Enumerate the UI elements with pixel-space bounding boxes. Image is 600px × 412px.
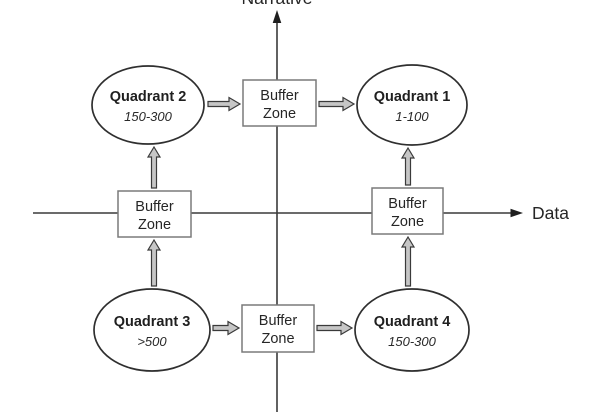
horizontal-axis-label: Data	[532, 203, 569, 223]
buffer-zone-bottom-box	[241, 304, 315, 353]
quadrant-4-title: Quadrant 4	[374, 314, 451, 330]
buffer-zone-right-box	[371, 187, 444, 235]
horizontal-axis-arrowhead-icon	[510, 208, 523, 218]
arrow-quadrant3-to-left-buffer-icon	[146, 238, 162, 287]
buffer-zone-left-label-line2: Zone	[138, 217, 171, 233]
vertical-axis-label: Narrative	[242, 0, 313, 8]
arrow-top-buffer-to-quadrant1-icon	[318, 96, 356, 112]
quadrant-2-ellipse	[91, 65, 205, 145]
quadrant-3-ellipse	[93, 288, 211, 372]
arrow-bottom-buffer-to-quadrant4-icon	[316, 320, 354, 336]
buffer-zone-right-label-line1: Buffer	[388, 196, 427, 212]
quadrant-2-range: 150-300	[124, 109, 172, 124]
buffer-zone-left-box	[117, 190, 192, 238]
quadrant-3-title: Quadrant 3	[114, 314, 191, 330]
quadrant-1-title: Quadrant 1	[374, 89, 451, 105]
arrow-quadrant2-to-top-buffer-icon	[207, 96, 242, 112]
quadrant-4-range: 150-300	[388, 334, 436, 349]
arrow-quadrant4-to-right-buffer-icon	[400, 235, 416, 287]
quadrant-2-title: Quadrant 2	[110, 89, 187, 105]
arrow-left-buffer-to-quadrant2-icon	[146, 145, 162, 189]
quadrant-1-range: 1-100	[395, 109, 429, 124]
buffer-zone-bottom-label-line2: Zone	[261, 331, 294, 347]
buffer-zone-left-label-line1: Buffer	[135, 199, 174, 215]
arrow-right-buffer-to-quadrant1-icon	[400, 146, 416, 186]
quadrant-3-range: >500	[137, 334, 167, 349]
quadrant-4-ellipse	[354, 288, 470, 372]
buffer-zone-bottom-label-line1: Buffer	[259, 313, 298, 329]
arrow-quadrant3-to-bottom-buffer-icon	[212, 320, 241, 336]
buffer-zone-top-label-line1: Buffer	[260, 88, 299, 104]
buffer-zone-top-box	[242, 79, 317, 127]
vertical-axis-arrowhead-icon	[272, 10, 282, 23]
quadrant-1-ellipse	[356, 64, 468, 146]
buffer-zone-top-label-line2: Zone	[263, 106, 296, 122]
buffer-zone-right-label-line2: Zone	[391, 214, 424, 230]
